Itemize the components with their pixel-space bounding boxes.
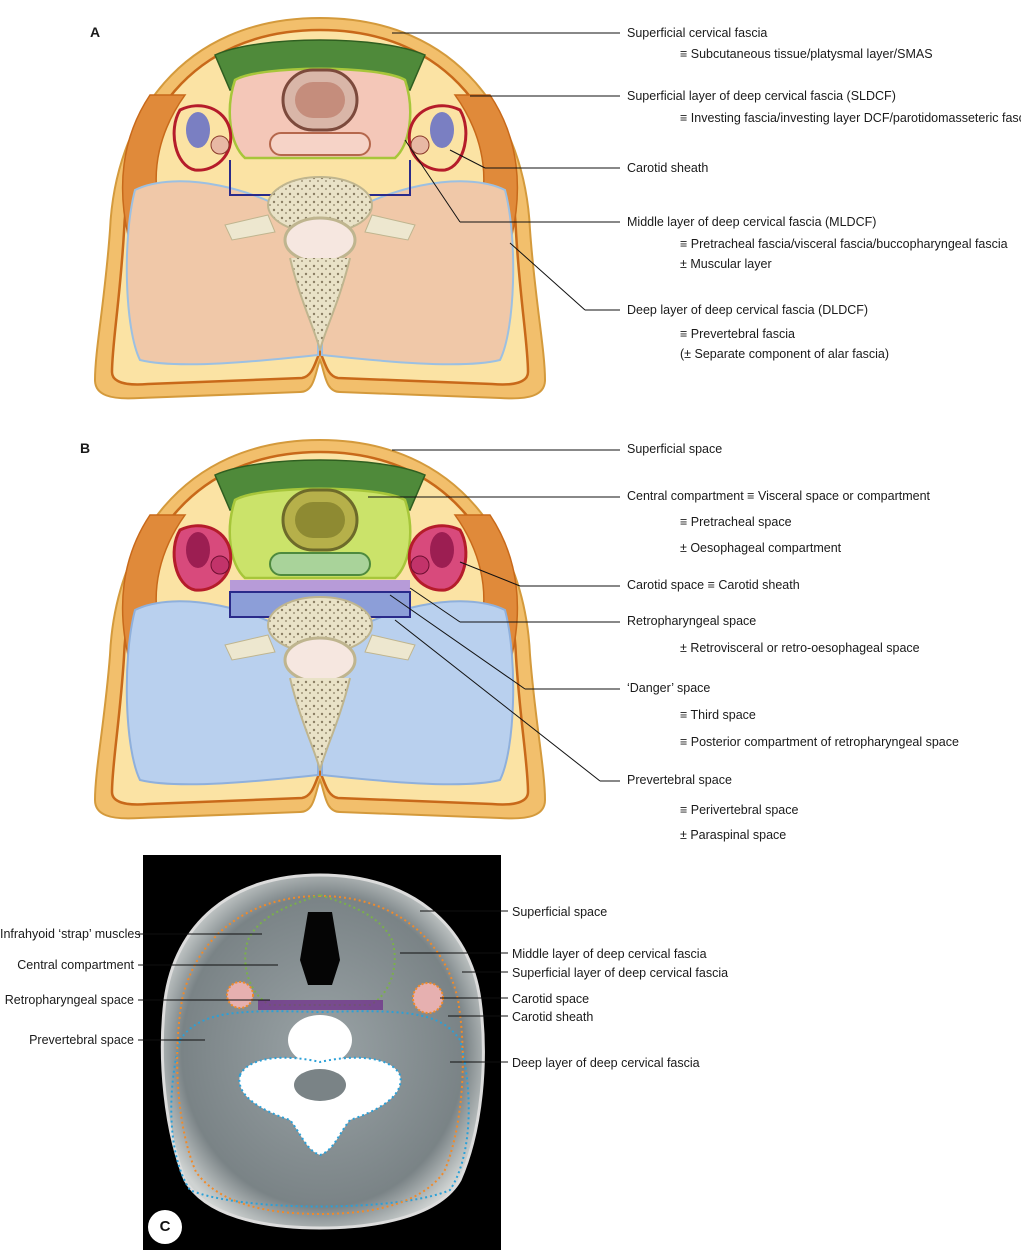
label-central-compartment-syn-2: ± Oesophageal compartment: [680, 541, 842, 555]
label-c-prevertebral: Prevertebral space: [29, 1033, 134, 1047]
label-central-compartment-syn-1: ≡ Pretracheal space: [680, 515, 792, 529]
label-c-carotid-space: Carotid space: [512, 992, 590, 1006]
label-danger-space-syn-1: ≡ Third space: [680, 708, 756, 722]
label-central-compartment-b: Central compartment ≡ Visceral space or …: [627, 489, 931, 503]
label-c-carotid-sheath: Carotid sheath: [512, 1010, 594, 1024]
ct-airway: [300, 912, 340, 985]
spinal-canal-a: [283, 216, 357, 264]
label-prevertebral-syn-1: ≡ Perivertebral space: [680, 803, 799, 817]
label-dldcf: Deep layer of deep cervical fascia (DLDC…: [627, 303, 869, 317]
ct-carotid-left: [226, 981, 254, 1009]
label-c-central-compartment: Central compartment: [17, 958, 134, 972]
label-danger-space-syn-2: ≡ Posterior compartment of retropharynge…: [680, 735, 959, 749]
panel-c-ct: [143, 855, 501, 1250]
label-c-middle-layer: Middle layer of deep cervical fascia: [512, 947, 707, 961]
label-superficial-cervical-fascia-syn: ≡ Subcutaneous tissue/platysmal layer/SM…: [680, 47, 933, 61]
panel-b-illustration: [93, 438, 547, 820]
label-mldcf: Middle layer of deep cervical fascia (ML…: [627, 215, 877, 229]
label-retropharyngeal-space-b: Retropharyngeal space: [627, 614, 757, 628]
panel-a-leaders: [392, 32, 620, 311]
label-c-deep-layer: Deep layer of deep cervical fascia: [512, 1056, 700, 1070]
label-carotid-space-b: Carotid space ≡ Carotid sheath: [627, 578, 800, 592]
panel-b-letter: B: [80, 440, 91, 456]
ct-carotid-right: [412, 982, 444, 1014]
panel-a-illustration: [93, 16, 547, 400]
label-superficial-space-b: Superficial space: [627, 442, 723, 456]
label-sldcf-syn: ≡ Investing fascia/investing layer DCF/p…: [680, 111, 1021, 125]
label-c-strap-muscles: Infrahyoid ‘strap’ muscles: [0, 927, 141, 941]
retropharyngeal-space-b: [230, 580, 410, 592]
label-dldcf-syn-1: ≡ Prevertebral fascia: [680, 327, 795, 341]
label-c-retropharyngeal: Retropharyngeal space: [4, 993, 134, 1007]
label-sldcf: Superficial layer of deep cervical fasci…: [627, 89, 896, 103]
label-c-superficial-layer: Superficial layer of deep cervical fasci…: [512, 966, 729, 980]
panel-b-leaders: [368, 449, 620, 782]
label-prevertebral-syn-2: ± Paraspinal space: [680, 828, 787, 842]
ct-retropharyngeal: [258, 1000, 383, 1010]
panel-a-letter: A: [90, 24, 101, 40]
panel-c-leaders: [138, 910, 508, 1063]
label-mldcf-syn-2: ± Muscular layer: [680, 257, 772, 271]
label-dldcf-syn-2: (± Separate component of alar fascia): [680, 347, 890, 361]
label-carotid-sheath-a: Carotid sheath: [627, 161, 709, 175]
ct-prevertebral: [170, 1010, 470, 1208]
ct-vertebral-body: [288, 1015, 352, 1065]
label-superficial-cervical-fascia: Superficial cervical fascia: [627, 26, 768, 40]
ct-posterior-elements: [238, 1056, 402, 1157]
label-prevertebral-space-b: Prevertebral space: [627, 773, 732, 787]
label-mldcf-syn-1: ≡ Pretracheal fascia/visceral fascia/buc…: [680, 237, 1008, 251]
label-retropharyngeal-syn: ± Retrovisceral or retro-oesophageal spa…: [680, 641, 920, 655]
oesophagus-a: [269, 132, 371, 156]
label-c-superficial-space: Superficial space: [512, 905, 608, 919]
panel-c-letter: C: [148, 1210, 182, 1244]
label-danger-space-b: ‘Danger’ space: [627, 681, 711, 695]
